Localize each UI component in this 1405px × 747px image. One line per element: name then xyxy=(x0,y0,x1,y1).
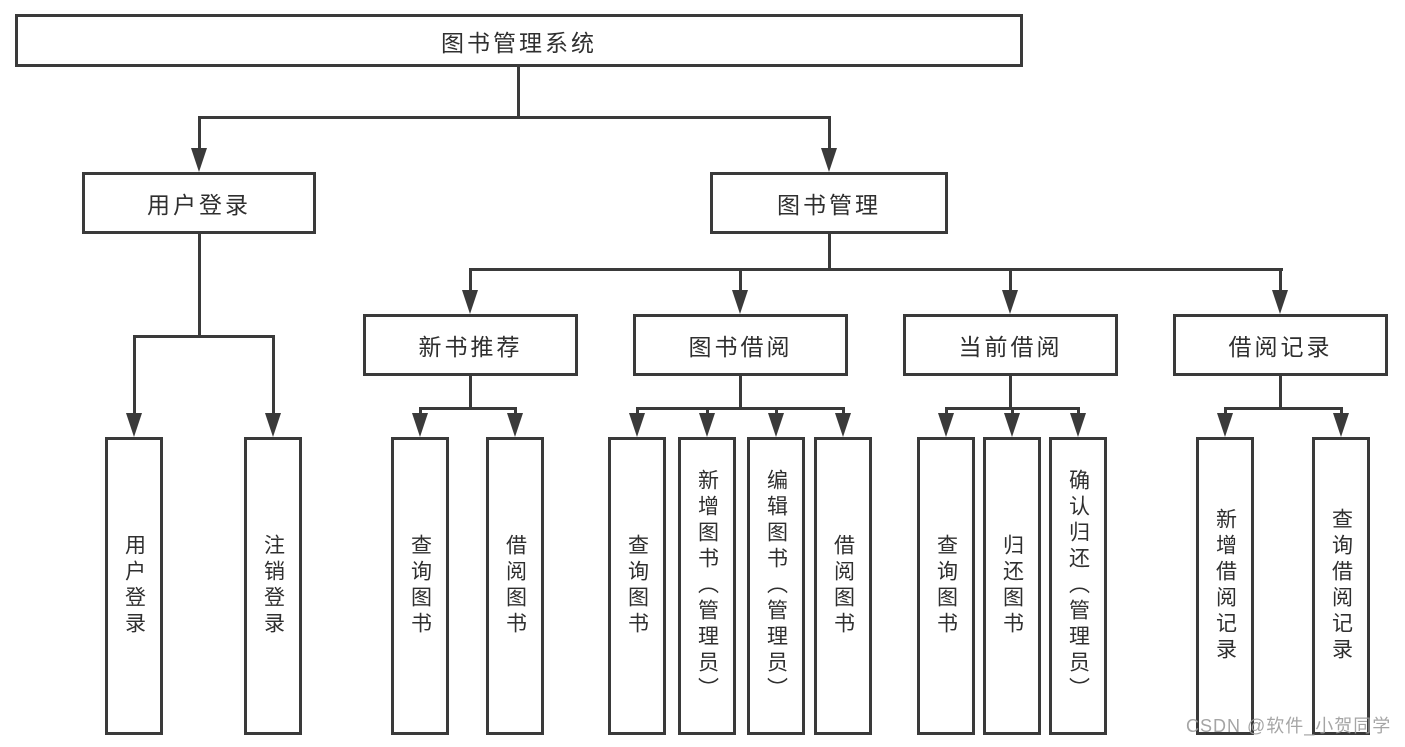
node-root-label: 图书管理系统 xyxy=(441,29,597,56)
leaf-add-books-admin: 新增图书（管理员） xyxy=(678,437,736,735)
arrowhead xyxy=(1217,413,1233,437)
arrowhead xyxy=(507,413,523,437)
arrowhead-borrowing-records xyxy=(1272,290,1288,314)
connector-borrowing-records-hline xyxy=(1224,407,1343,410)
connector-user-login-stem xyxy=(198,232,201,337)
connector-stem xyxy=(775,407,778,416)
node-user-login-label: 用户登录 xyxy=(147,192,251,218)
node-book-management: 图书管理 xyxy=(710,172,948,234)
connector-borrowing-records-stem2 xyxy=(1279,375,1282,409)
leaf-confirm-return-admin: 确认归还（管理员） xyxy=(1049,437,1107,735)
leaf-query-books-current: 查询图书 xyxy=(917,437,975,735)
arrowhead xyxy=(938,413,954,437)
connector-stem xyxy=(842,407,845,416)
arrowhead xyxy=(412,413,428,437)
leaf-logout-login-label: 注销登录 xyxy=(261,534,285,638)
node-current-borrowing: 当前借阅 xyxy=(903,314,1118,376)
node-borrowing-records-label: 借阅记录 xyxy=(1228,334,1333,360)
connector-level2-hline xyxy=(469,268,1283,271)
connector-stem xyxy=(636,407,639,416)
node-root: 图书管理系统 xyxy=(15,14,1023,67)
connector-stem xyxy=(945,407,948,416)
arrowhead-current-borrowing xyxy=(1002,290,1018,314)
arrowhead-user-login xyxy=(191,148,207,172)
connector-new-book-stem xyxy=(469,375,472,409)
arrowhead-leaf-user-login xyxy=(126,413,142,437)
connector-stem-borrowing-records xyxy=(1279,268,1282,293)
connector-stem-leaf-logout xyxy=(272,335,275,416)
node-new-book-recommendation-label: 新书推荐 xyxy=(418,334,523,360)
connector-book-management-stem xyxy=(828,232,831,270)
arrowhead xyxy=(1004,413,1020,437)
connector-stem-user-login xyxy=(198,116,201,152)
connector-stem xyxy=(1077,407,1080,416)
node-book-borrowing: 图书借阅 xyxy=(633,314,848,376)
leaf-query-books-recommend-label: 查询图书 xyxy=(408,534,432,638)
connector-stem-new-book xyxy=(469,268,472,293)
node-book-borrowing-label: 图书借阅 xyxy=(688,334,793,360)
leaf-user-login: 用户登录 xyxy=(105,437,163,735)
node-current-borrowing-label: 当前借阅 xyxy=(958,334,1063,360)
connector-stem-current-borrowing xyxy=(1009,268,1012,293)
connector-root-stem xyxy=(517,66,520,119)
leaf-query-books-recommend: 查询图书 xyxy=(391,437,449,735)
leaf-return-books: 归还图书 xyxy=(983,437,1041,735)
leaf-query-borrow-record: 查询借阅记录 xyxy=(1312,437,1370,735)
connector-stem xyxy=(706,407,709,416)
leaf-add-borrow-record: 新增借阅记录 xyxy=(1196,437,1254,735)
connector-stem xyxy=(514,407,517,416)
connector-stem-book-borrowing xyxy=(739,268,742,293)
connector-stem xyxy=(1340,407,1343,416)
leaf-confirm-return-admin-label: 确认归还（管理员） xyxy=(1066,469,1090,703)
leaf-query-borrow-record-label: 查询借阅记录 xyxy=(1329,508,1353,664)
connector-user-login-hline xyxy=(133,335,275,338)
node-book-management-label: 图书管理 xyxy=(777,192,881,218)
leaf-borrow-books-recommend-label: 借阅图书 xyxy=(503,534,527,638)
arrowhead xyxy=(768,413,784,437)
leaf-add-borrow-record-label: 新增借阅记录 xyxy=(1213,508,1237,664)
arrowhead-book-management xyxy=(821,148,837,172)
arrowhead xyxy=(629,413,645,437)
leaf-query-books-current-label: 查询图书 xyxy=(934,534,958,638)
connector-new-book-hline xyxy=(419,407,517,410)
connector-book-borrowing-hline xyxy=(636,407,845,410)
arrowhead-leaf-logout xyxy=(265,413,281,437)
arrowhead-book-borrowing xyxy=(732,290,748,314)
arrowhead xyxy=(835,413,851,437)
leaf-edit-books-admin: 编辑图书（管理员） xyxy=(747,437,805,735)
node-user-login: 用户登录 xyxy=(82,172,316,234)
connector-level1-hline xyxy=(198,116,831,119)
leaf-borrow-books-borrow: 借阅图书 xyxy=(814,437,872,735)
leaf-borrow-books-borrow-label: 借阅图书 xyxy=(831,534,855,638)
node-new-book-recommendation: 新书推荐 xyxy=(363,314,578,376)
connector-stem xyxy=(1011,407,1014,416)
connector-stem xyxy=(1224,407,1227,416)
connector-stem xyxy=(419,407,422,416)
node-borrowing-records: 借阅记录 xyxy=(1173,314,1388,376)
arrowhead xyxy=(1333,413,1349,437)
leaf-query-books-borrow-label: 查询图书 xyxy=(625,534,649,638)
connector-stem-leaf-user-login xyxy=(133,335,136,416)
leaf-borrow-books-recommend: 借阅图书 xyxy=(486,437,544,735)
connector-current-borrowing-stem2 xyxy=(1009,375,1012,409)
arrowhead xyxy=(699,413,715,437)
leaf-return-books-label: 归还图书 xyxy=(1000,534,1024,638)
connector-book-borrowing-stem2 xyxy=(739,375,742,409)
leaf-add-books-admin-label: 新增图书（管理员） xyxy=(695,469,719,703)
leaf-query-books-borrow: 查询图书 xyxy=(608,437,666,735)
connector-stem-book-management xyxy=(828,116,831,152)
arrowhead-new-book xyxy=(462,290,478,314)
arrowhead xyxy=(1070,413,1086,437)
leaf-logout-login: 注销登录 xyxy=(244,437,302,735)
leaf-edit-books-admin-label: 编辑图书（管理员） xyxy=(764,469,788,703)
csdn-watermark: CSDN @软件_小贺同学 xyxy=(1186,716,1392,736)
leaf-user-login-label: 用户登录 xyxy=(122,534,146,638)
